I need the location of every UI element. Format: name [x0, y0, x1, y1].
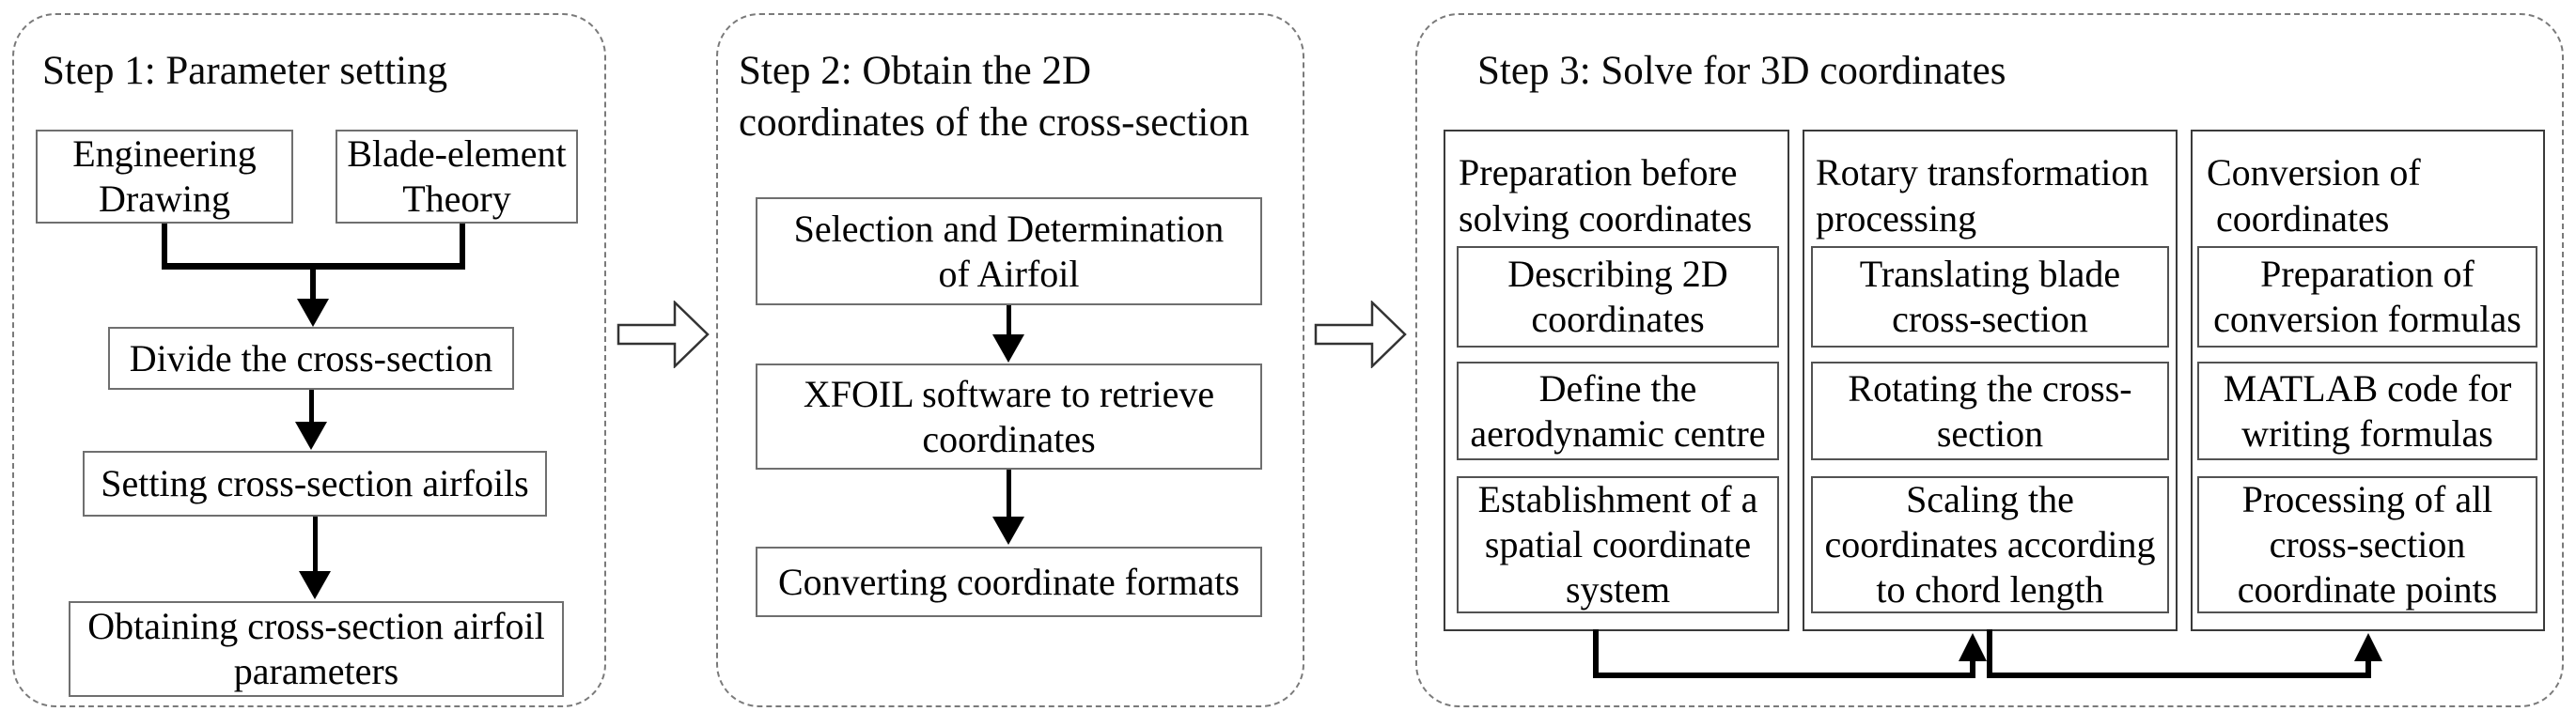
connector2-up-stem: [2365, 659, 2371, 674]
box-processing-coordinate-points: Processing of all cross-section coordina…: [2197, 476, 2537, 613]
box-rotating-cross-section: Rotating the cross- section: [1811, 362, 2169, 460]
step3-title: Step 3: Solve for 3D coordinates: [1477, 49, 2006, 93]
step3-column-rotary-header: Rotary transformation processing: [1816, 151, 2149, 240]
connector2-down-line: [1987, 629, 1992, 678]
box-xfoil-software: XFOIL software to retrieve coordinates: [756, 364, 1262, 470]
step1-title: Step 1: Parameter setting: [42, 49, 448, 93]
connector1-up-stem: [1970, 659, 1975, 674]
box-selection-airfoil: Selection and Determination of Airfoil: [756, 197, 1262, 305]
merge-arrow-stem: [310, 270, 316, 301]
step1-arrow3-down-arrowhead-icon: [299, 571, 331, 599]
connector2-up-arrowhead-icon: [2354, 633, 2382, 661]
merge-down-arrowhead-icon: [297, 299, 329, 327]
step2-arrow1-stem: [1007, 305, 1011, 336]
step3-column-conversion-header: Conversion of coordinates: [2207, 151, 2421, 240]
box-translating-blade: Translating blade cross-section: [1811, 246, 2169, 348]
box-obtaining-parameters: Obtaining cross-section airfoil paramete…: [69, 601, 564, 697]
step1-arrow3-stem: [313, 517, 318, 573]
box-define-aerodynamic-centre: Define the aerodynamic centre: [1457, 362, 1779, 460]
box-spatial-coordinate-system: Establishment of a spatial coordinate sy…: [1457, 476, 1779, 613]
connector2-horizontal-line: [1987, 673, 2371, 678]
step2-arrow1-down-arrowhead-icon: [992, 334, 1024, 363]
box-preparation-conversion-formulas: Preparation of conversion formulas: [2197, 246, 2537, 348]
connector1-up-arrowhead-icon: [1959, 633, 1987, 661]
box-converting-formats: Converting coordinate formats: [756, 547, 1262, 617]
step2-arrow2-down-arrowhead-icon: [992, 517, 1024, 545]
step1-arrow2-stem: [309, 390, 314, 424]
step3-column-preparation-header: Preparation before solving coordinates: [1459, 151, 1753, 240]
box-setting-airfoils: Setting cross-section airfoils: [83, 451, 547, 517]
connector1-down-line: [1593, 629, 1599, 678]
merge-connector-horizontal-line: [162, 263, 465, 270]
merge-connector-right-line: [460, 224, 465, 269]
merge-connector-left-line: [162, 224, 167, 269]
box-blade-element-theory: Blade-element Theory: [336, 130, 578, 224]
step2-title: Step 2: Obtain the 2D coordinates of the…: [739, 49, 1250, 146]
connector1-horizontal-line: [1593, 673, 1975, 678]
box-describing-2d: Describing 2D coordinates: [1457, 246, 1779, 348]
step1-arrow2-down-arrowhead-icon: [295, 422, 327, 450]
box-scaling-coordinates: Scaling the coordinates according to cho…: [1811, 476, 2169, 613]
step2-arrow2-stem: [1007, 470, 1011, 518]
box-matlab-code: MATLAB code for writing formulas: [2197, 362, 2537, 460]
step1-to-step2-arrow-icon: [617, 301, 710, 368]
box-divide-cross-section: Divide the cross-section: [108, 327, 514, 390]
step2-to-step3-arrow-icon: [1314, 301, 1407, 368]
box-engineering-drawing: Engineering Drawing: [36, 130, 293, 224]
